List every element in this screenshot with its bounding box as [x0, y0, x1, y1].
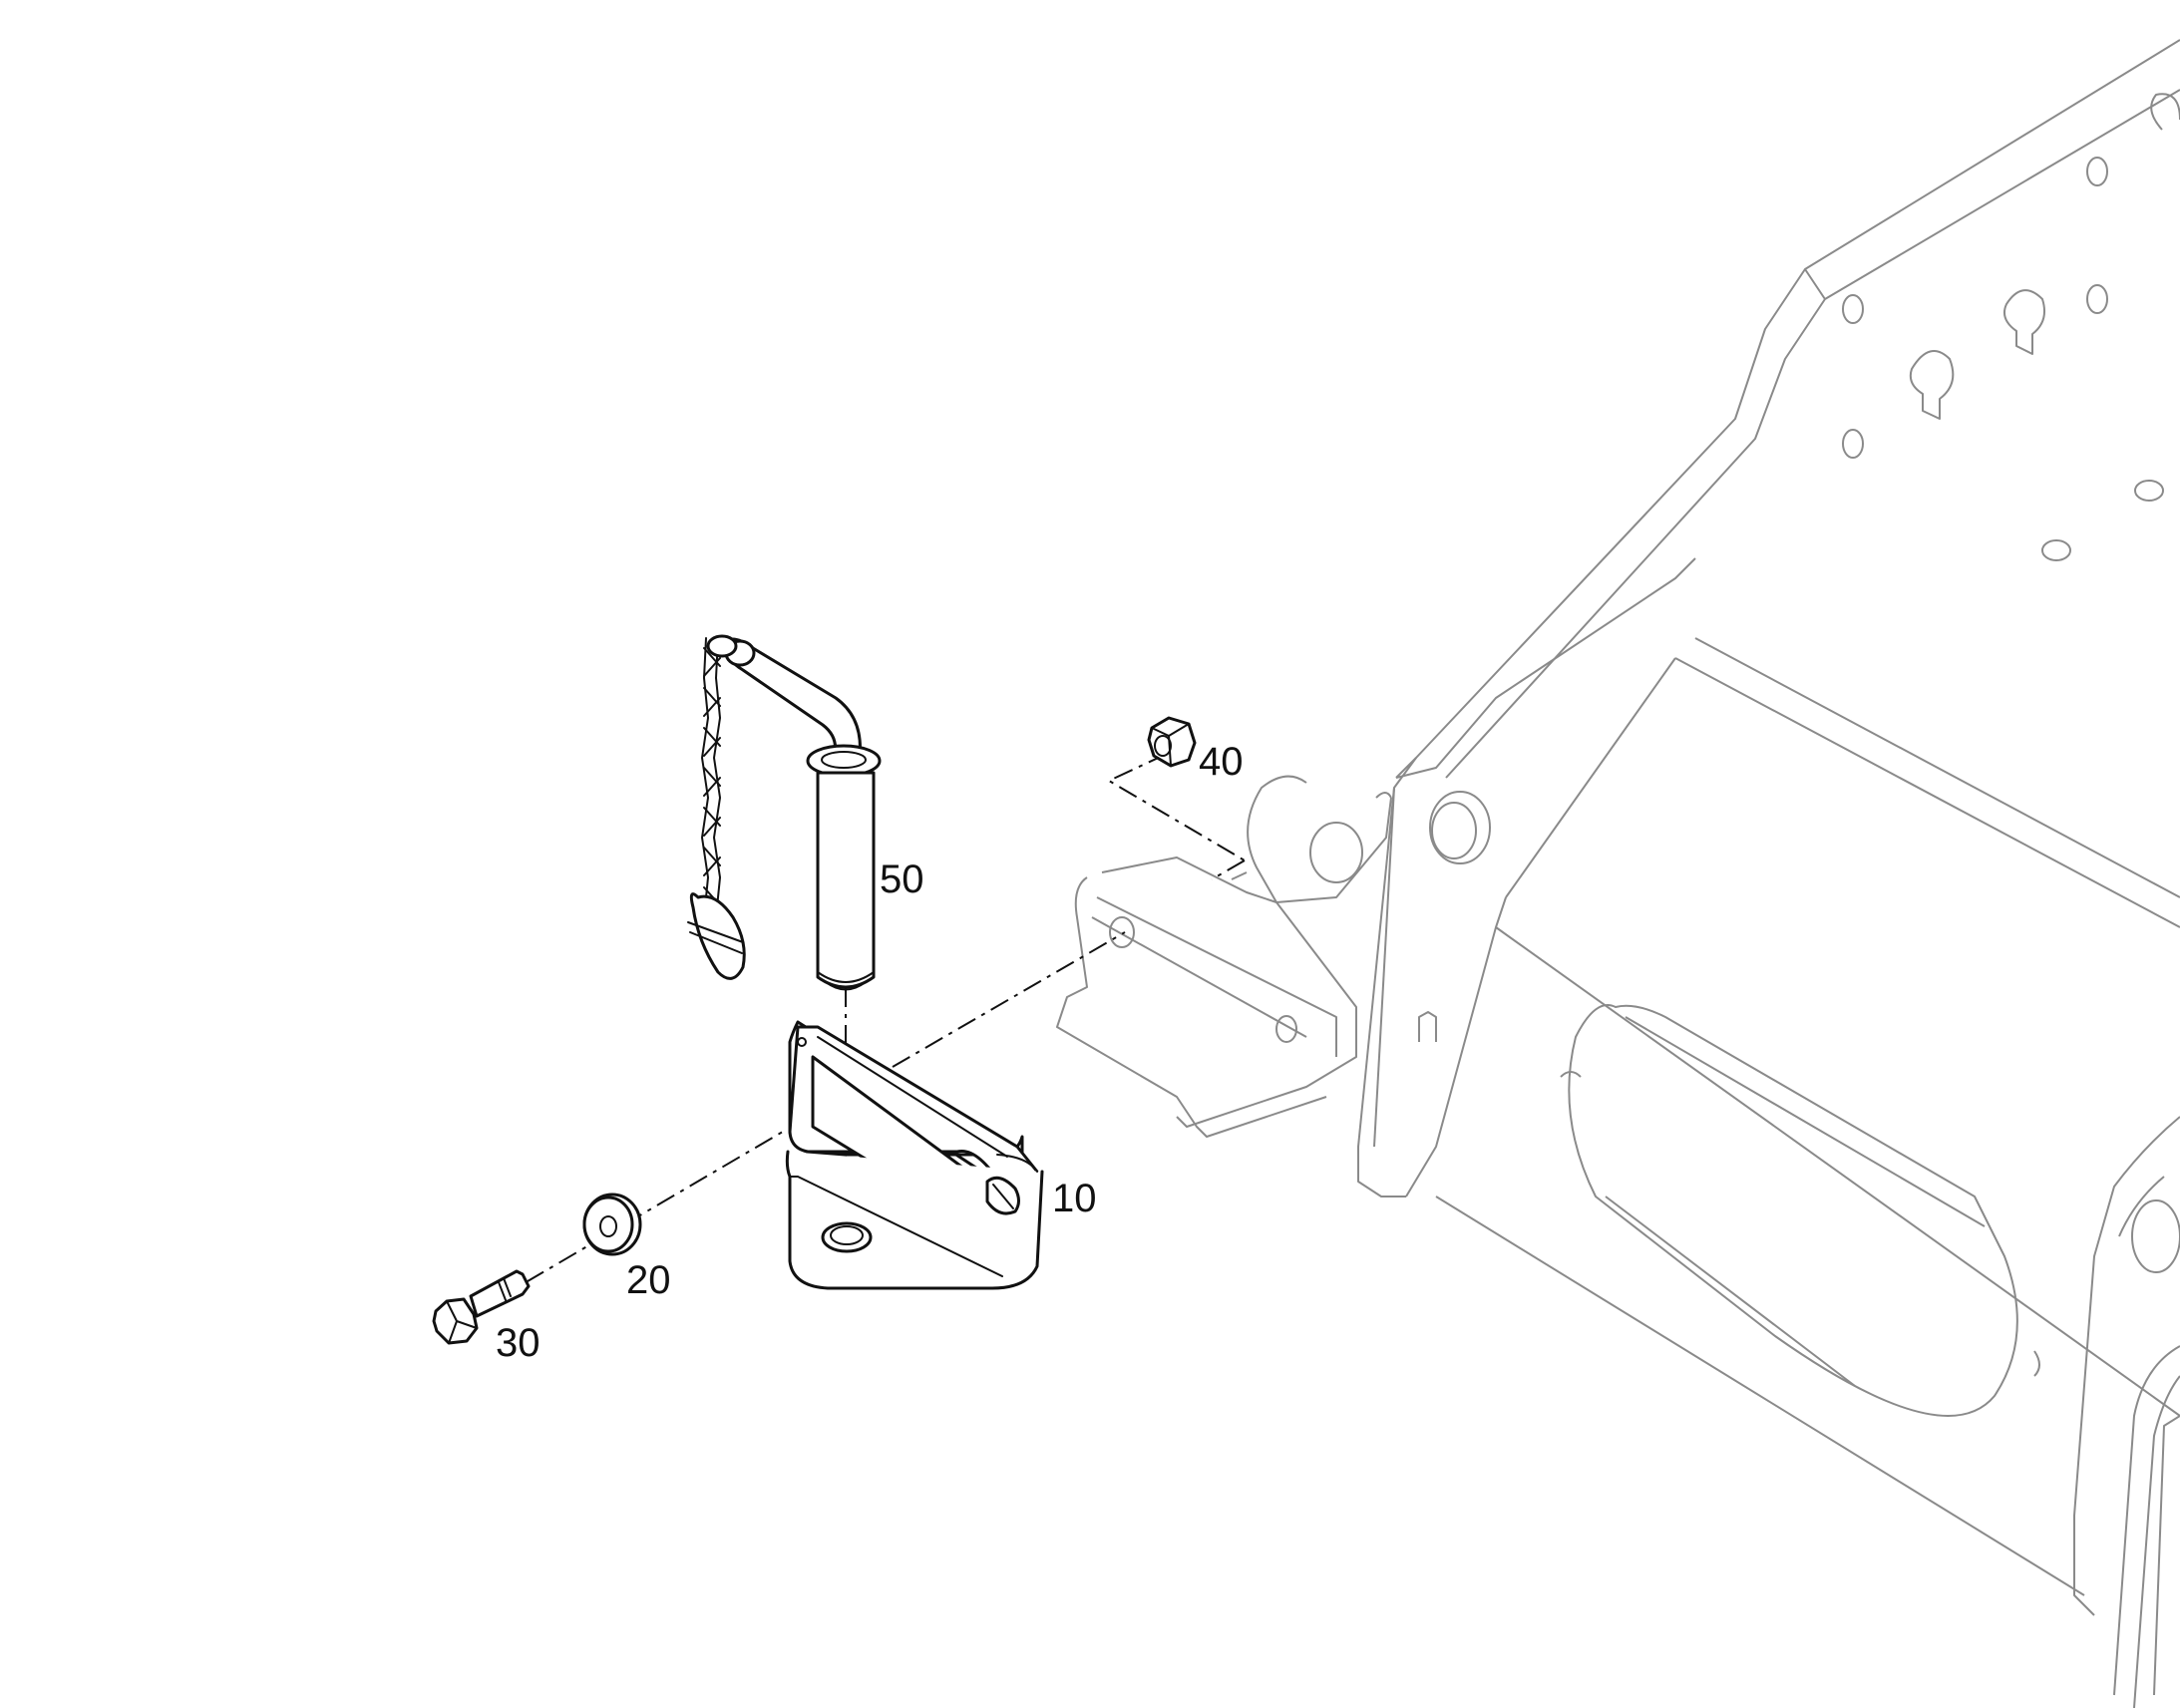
callout-30: 30: [496, 1321, 541, 1365]
part-40-hex-nut: [1147, 716, 1197, 768]
part-20-washer: [582, 1193, 642, 1256]
callout-40: 40: [1199, 740, 1244, 784]
machine-frame: [1056, 39, 2180, 1708]
leader-nut-to-hole: [1211, 859, 1246, 880]
callout-labels: 10 20 30 40 50: [496, 740, 1244, 1365]
leader-nut-to-frame: [1106, 753, 1246, 861]
part-10-bracket: [785, 1020, 1044, 1290]
part-50-lynch-pin: [687, 634, 882, 991]
leader-lines: [493, 753, 1246, 1302]
callout-10: 10: [1052, 1177, 1097, 1220]
part-30-hex-bolt: [432, 1269, 531, 1345]
callout-20: 20: [626, 1258, 671, 1302]
callout-50: 50: [880, 857, 924, 901]
leader-bolt-washer-bracket-frame: [493, 931, 1126, 1302]
